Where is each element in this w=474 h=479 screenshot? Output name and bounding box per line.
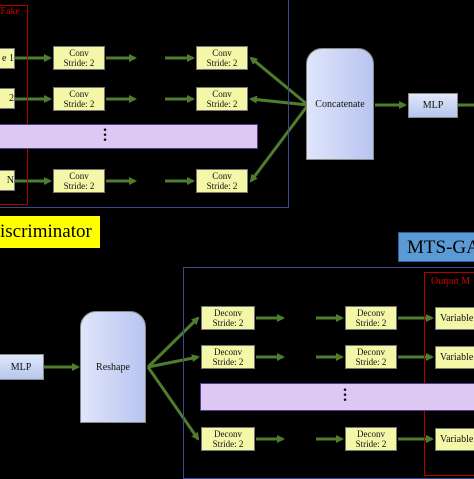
gen-mlp-block: MLP [0, 354, 44, 380]
disc-mlp-block: MLP [408, 93, 458, 118]
reshape-block: Reshape [80, 311, 146, 423]
concatenate-block: Concatenate [306, 48, 374, 160]
output-label: Output M [431, 276, 471, 287]
disc-input-1: e 1 [0, 48, 15, 69]
output-variable-1: Variable [435, 307, 474, 330]
disc-input-2: 2 [0, 88, 15, 109]
discriminator-banner: iscriminator [0, 216, 100, 248]
gen-ellipsis-band [200, 383, 474, 411]
gen-ellipsis-dots: ··· [342, 382, 348, 409]
output-variable-2: Variable [435, 346, 474, 369]
mts-gan-banner: MTS-GA [398, 232, 474, 262]
disc-input-n: N [0, 170, 15, 191]
real-fake-label: Real/Fake [0, 7, 20, 17]
disc-ellipsis-band [0, 124, 258, 149]
output-variable-n: Variable [435, 428, 474, 451]
discriminator-panel [0, 0, 289, 208]
real-fake-input-group [0, 5, 28, 205]
disc-ellipsis-dots: ··· [102, 122, 108, 149]
